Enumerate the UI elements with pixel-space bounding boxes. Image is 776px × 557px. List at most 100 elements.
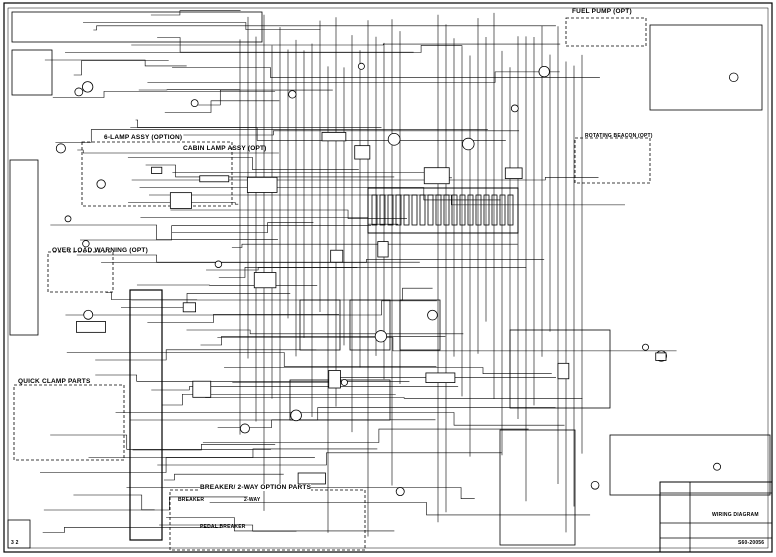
wire bbox=[166, 517, 395, 532]
wire bbox=[157, 452, 502, 466]
lamp-symbol bbox=[374, 330, 388, 343]
wire bbox=[44, 59, 187, 67]
wire bbox=[163, 473, 284, 481]
relay-symbol bbox=[655, 352, 667, 361]
connector-pin bbox=[475, 194, 482, 226]
connector-pin bbox=[507, 194, 514, 226]
wire bbox=[205, 397, 583, 399]
wire bbox=[217, 419, 436, 428]
six-lamp-label: 6-LAMP ASSY (OPTION) bbox=[104, 134, 183, 141]
pedal-breaker-label: PEDAL BREAKER bbox=[200, 524, 246, 530]
wire bbox=[145, 164, 395, 178]
wire bbox=[80, 225, 372, 241]
components bbox=[7, 11, 773, 553]
lamp-symbol bbox=[510, 104, 519, 113]
relay-symbol bbox=[76, 321, 106, 333]
connector-pin bbox=[451, 194, 458, 226]
wire bbox=[73, 60, 169, 76]
wire bbox=[106, 292, 198, 301]
wire bbox=[150, 10, 241, 16]
fuel-pump-label: FUEL PUMP (OPT) bbox=[572, 8, 632, 15]
wire bbox=[217, 337, 677, 352]
lamp-symbol bbox=[340, 378, 348, 386]
wire bbox=[170, 209, 408, 219]
wire bbox=[135, 119, 382, 128]
wire bbox=[88, 448, 378, 458]
connector-pin bbox=[411, 194, 418, 226]
lamp-symbol bbox=[462, 137, 475, 151]
connector-pin bbox=[419, 194, 426, 226]
breaker-label: BREAKER bbox=[178, 497, 205, 503]
relay-symbol bbox=[192, 380, 212, 398]
breaker-2way-label: BREAKER/ 2-WAY OPTION PARTS bbox=[200, 484, 312, 491]
wire bbox=[129, 407, 556, 421]
wire bbox=[218, 267, 527, 278]
wire bbox=[202, 428, 529, 443]
lamp-symbol bbox=[728, 72, 739, 83]
wire bbox=[130, 127, 506, 141]
lamp-symbol bbox=[290, 409, 302, 422]
wire bbox=[131, 287, 433, 301]
lamp-symbol bbox=[357, 62, 365, 70]
component-symbols bbox=[55, 62, 739, 497]
relay-symbol bbox=[321, 132, 347, 142]
lamp-symbol bbox=[642, 343, 649, 351]
relay-symbol bbox=[377, 241, 389, 258]
connector-pin bbox=[387, 194, 394, 226]
connector-pin bbox=[379, 194, 386, 226]
wire bbox=[127, 157, 359, 170]
lamp-symbol bbox=[96, 179, 106, 189]
lamp-symbol bbox=[239, 423, 250, 434]
connector-pin bbox=[467, 194, 474, 226]
wire bbox=[162, 393, 396, 406]
lamp-symbol bbox=[64, 215, 72, 223]
wire bbox=[120, 293, 291, 308]
wire bbox=[200, 336, 446, 346]
lamp-symbol bbox=[82, 240, 90, 248]
wire bbox=[55, 129, 488, 143]
wire bbox=[52, 91, 276, 98]
two-way-label: 2-WAY bbox=[244, 497, 261, 503]
wire bbox=[77, 149, 279, 154]
relay-symbol bbox=[504, 167, 523, 179]
relay-symbol bbox=[151, 166, 163, 174]
lamp-symbol bbox=[288, 90, 297, 99]
wire bbox=[65, 45, 463, 53]
wire bbox=[93, 25, 556, 31]
connector-pin bbox=[435, 194, 442, 226]
wire bbox=[149, 194, 625, 206]
relay-symbol bbox=[246, 176, 278, 193]
title-block-title: WIRING DIAGRAM bbox=[712, 512, 759, 518]
sheet-mark: 3 2 bbox=[11, 540, 19, 546]
wire bbox=[65, 300, 437, 316]
relay-symbol bbox=[169, 192, 192, 209]
wire bbox=[183, 130, 520, 136]
wire bbox=[95, 349, 317, 361]
drawing-number: S60-20056 bbox=[738, 540, 765, 546]
over-load-label: OVER LOAD WARNING (OPT) bbox=[52, 247, 148, 254]
connector-pin bbox=[499, 194, 506, 226]
connector-pin bbox=[459, 194, 466, 226]
relay-symbol bbox=[199, 175, 230, 183]
drawing-frame bbox=[3, 2, 773, 553]
lamp-symbol bbox=[214, 260, 223, 268]
quick-clamp-label: QUICK CLAMP PARTS bbox=[18, 378, 91, 385]
connector-pin bbox=[443, 194, 450, 226]
lamp-symbol bbox=[74, 87, 84, 97]
connector-pin bbox=[371, 194, 378, 226]
cabin-lamp-label: CABIN LAMP ASSY (OPT) bbox=[183, 145, 267, 152]
wire bbox=[95, 374, 410, 382]
wire bbox=[164, 100, 280, 113]
wire bbox=[132, 443, 276, 451]
connector-pin bbox=[491, 194, 498, 226]
lamp-symbol bbox=[83, 309, 94, 320]
relay-symbol bbox=[328, 370, 341, 389]
connector-pin bbox=[403, 194, 410, 226]
wire bbox=[50, 434, 271, 450]
wire-harness bbox=[40, 10, 677, 537]
lamp-symbol bbox=[395, 487, 405, 497]
connector-pin bbox=[395, 194, 402, 226]
lamp-symbol bbox=[82, 81, 94, 93]
wire bbox=[101, 259, 545, 263]
